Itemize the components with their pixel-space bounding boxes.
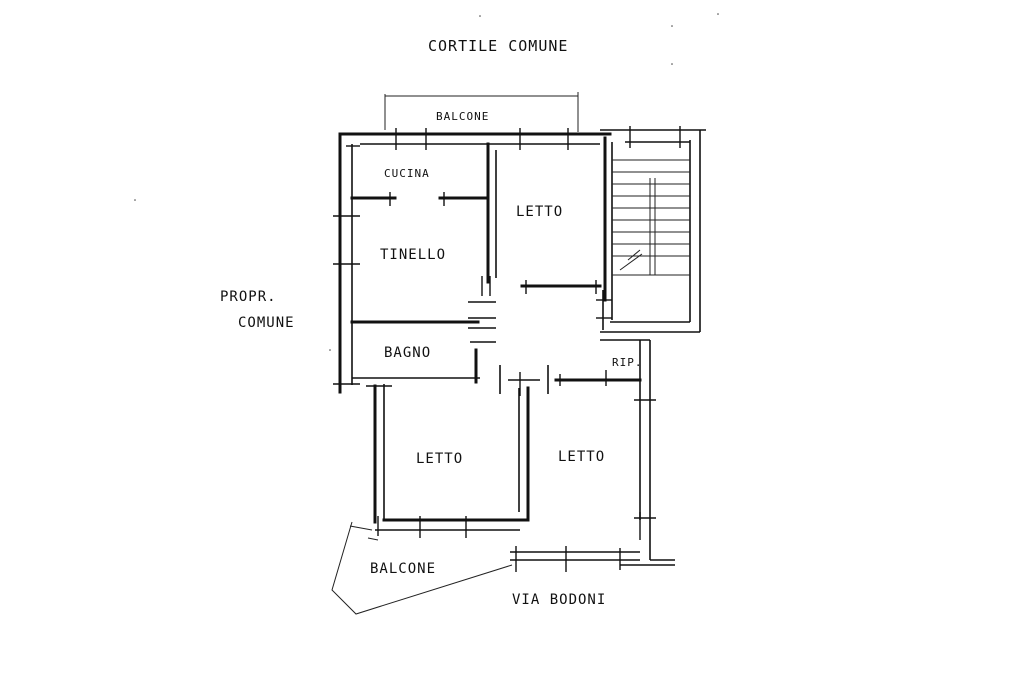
staircase xyxy=(612,159,690,276)
specks xyxy=(134,13,719,351)
balcony-top-outline xyxy=(384,92,579,132)
balcony-bottom-outline xyxy=(331,521,513,615)
street-label: VIA BODONI xyxy=(512,592,606,608)
bedroom-right-label: LETTO xyxy=(558,449,605,465)
tick-marks xyxy=(333,126,681,572)
outer-walls xyxy=(338,129,706,566)
interior-walls xyxy=(350,142,642,394)
courtyard-label: CORTILE COMUNE xyxy=(428,37,568,55)
living-room-label: TINELLO xyxy=(380,247,446,263)
balcony-top-label: BALCONE xyxy=(436,110,489,123)
kitchen-label: CUCINA xyxy=(384,167,430,180)
bedroom-top-label: LETTO xyxy=(516,204,563,220)
bathroom-label: BAGNO xyxy=(384,345,431,361)
bedroom-left-label: LETTO xyxy=(416,451,463,467)
balcony-bottom-label: BALCONE xyxy=(370,561,436,577)
common-property-label-line2: COMUNE xyxy=(238,315,295,331)
storage-label: RIP. xyxy=(612,356,643,369)
common-property-label-line1: PROPR. xyxy=(220,289,277,305)
